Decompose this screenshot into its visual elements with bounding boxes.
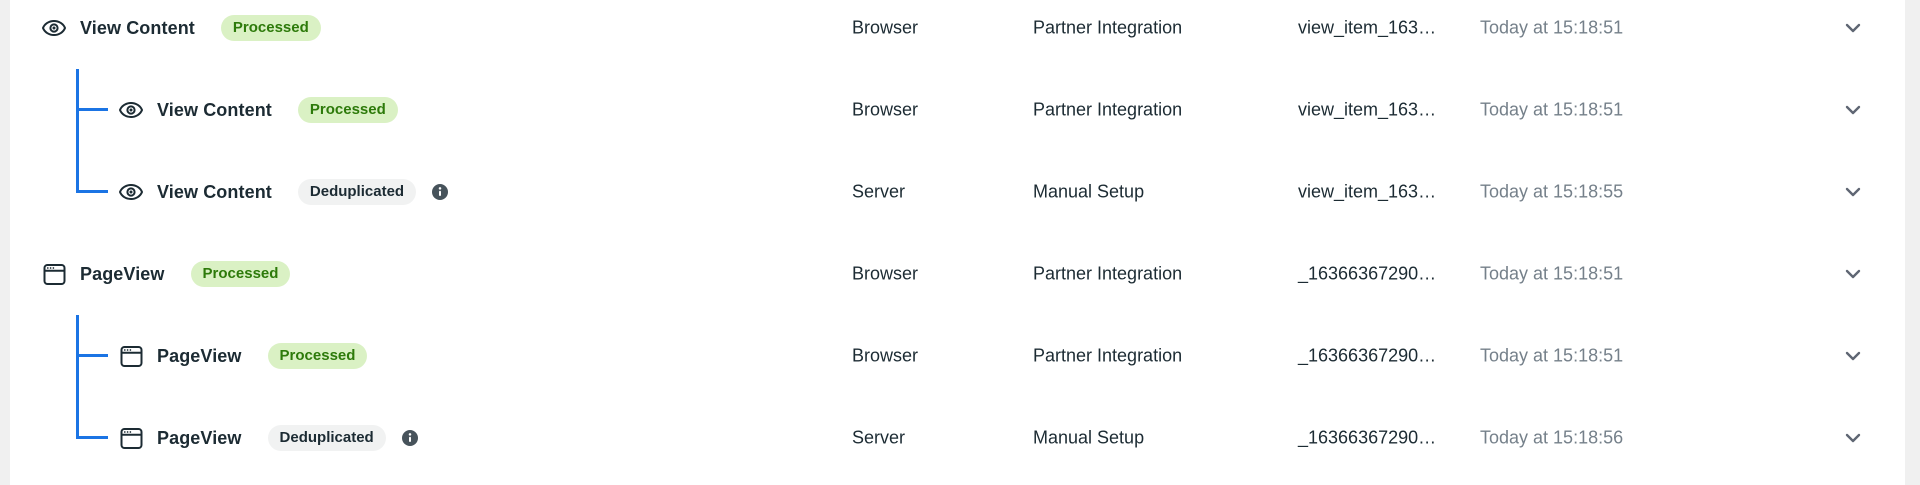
event-row[interactable]: View Content Processed Browser Partner I…	[10, 0, 1905, 69]
tree-connector-branch	[76, 436, 108, 439]
time-cell: Today at 15:18:51	[1480, 263, 1624, 284]
browser-window-icon	[119, 345, 143, 368]
time-cell: Today at 15:18:51	[1480, 99, 1624, 120]
tree-connector-vertical	[76, 315, 79, 439]
event-row[interactable]: View Content Deduplicated Server Manual …	[10, 151, 1905, 233]
tree-connector-branch	[76, 354, 108, 357]
info-icon[interactable]	[401, 430, 418, 446]
eye-icon	[119, 98, 143, 122]
event-name-cell: PageView Deduplicated	[119, 397, 418, 479]
event-name: View Content	[157, 181, 272, 202]
event-name-cell: View Content Processed	[42, 0, 321, 69]
chevron-down-icon[interactable]	[1843, 264, 1863, 284]
channel-cell: Browser	[852, 263, 919, 284]
status-badge: Processed	[297, 97, 398, 123]
scrollbar-track[interactable]	[1905, 0, 1920, 485]
browser-window-icon	[119, 427, 143, 450]
event-id-cell: _16366367290…	[1298, 427, 1437, 448]
chevron-down-icon[interactable]	[1843, 100, 1863, 120]
tree-connector-vertical	[76, 69, 79, 193]
time-cell: Today at 15:18:51	[1480, 345, 1624, 366]
event-name: PageView	[157, 345, 242, 366]
event-name: View Content	[157, 99, 272, 120]
setup-cell: Partner Integration	[1033, 99, 1183, 120]
time-cell: Today at 15:18:56	[1480, 427, 1624, 448]
channel-cell: Browser	[852, 17, 919, 38]
event-row[interactable]: PageView Processed Browser Partner Integ…	[10, 315, 1905, 397]
status-badge: Processed	[267, 343, 368, 369]
chevron-down-icon[interactable]	[1843, 18, 1863, 38]
info-icon[interactable]	[432, 184, 449, 200]
event-name-cell: PageView Processed	[119, 315, 368, 397]
event-name-cell: PageView Processed	[42, 233, 291, 315]
event-id-cell: view_item_163…	[1298, 99, 1437, 120]
channel-cell: Server	[852, 427, 906, 448]
page-left-gutter	[0, 0, 10, 485]
setup-cell: Manual Setup	[1033, 427, 1145, 448]
chevron-down-icon[interactable]	[1843, 346, 1863, 366]
tree-connector-branch	[76, 190, 108, 193]
eye-icon	[119, 180, 143, 204]
browser-window-icon	[42, 263, 66, 286]
setup-cell: Partner Integration	[1033, 345, 1183, 366]
event-name: View Content	[80, 17, 195, 38]
event-name: PageView	[80, 263, 165, 284]
channel-cell: Browser	[852, 345, 919, 366]
event-name: PageView	[157, 427, 242, 448]
tree-connector-branch	[76, 108, 108, 111]
event-name-cell: View Content Deduplicated	[119, 151, 449, 233]
status-badge: Processed	[220, 15, 321, 41]
event-row[interactable]: View Content Processed Browser Partner I…	[10, 69, 1905, 151]
eye-icon	[42, 16, 66, 40]
chevron-down-icon[interactable]	[1843, 428, 1863, 448]
event-id-cell: view_item_163…	[1298, 17, 1437, 38]
event-row[interactable]: PageView Deduplicated Server Manual Setu…	[10, 397, 1905, 479]
event-id-cell: _16366367290…	[1298, 345, 1437, 366]
status-badge: Processed	[190, 261, 291, 287]
event-id-cell: view_item_163…	[1298, 181, 1437, 202]
setup-cell: Partner Integration	[1033, 263, 1183, 284]
status-badge: Deduplicated	[267, 425, 386, 451]
event-id-cell: _16366367290…	[1298, 263, 1437, 284]
channel-cell: Server	[852, 181, 906, 202]
setup-cell: Partner Integration	[1033, 17, 1183, 38]
event-row[interactable]: PageView Processed Browser Partner Integ…	[10, 233, 1905, 315]
event-name-cell: View Content Processed	[119, 69, 398, 151]
status-badge: Deduplicated	[297, 179, 417, 205]
setup-cell: Manual Setup	[1033, 181, 1145, 202]
chevron-down-icon[interactable]	[1843, 182, 1863, 202]
time-cell: Today at 15:18:55	[1480, 181, 1624, 202]
time-cell: Today at 15:18:51	[1480, 17, 1624, 38]
channel-cell: Browser	[852, 99, 919, 120]
